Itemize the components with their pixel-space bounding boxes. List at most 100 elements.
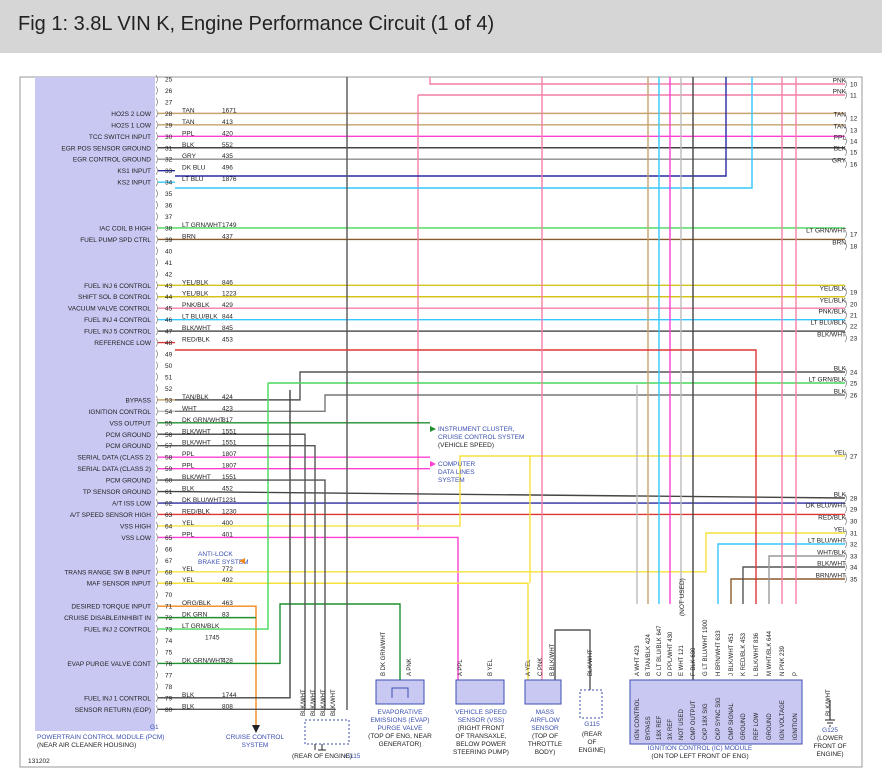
pcm-pin-number: 38 (165, 225, 173, 232)
wire-color-label: LT GRN/BLK (182, 623, 220, 630)
pcm-pin-number: 61 (165, 489, 173, 496)
pcm-pin-number: 31 (165, 145, 173, 152)
wire-color-label: YEL (182, 566, 195, 573)
right-bracket (844, 451, 847, 461)
wire-color-label: WHT (182, 405, 197, 412)
right-terminal-number: 32 (850, 542, 858, 549)
pin-bracket (155, 693, 158, 703)
right-bracket (844, 159, 847, 169)
pin-bracket (155, 189, 158, 198)
pin-bracket (155, 258, 158, 267)
circuit-number: 1551 (222, 474, 237, 481)
pin-bracket (155, 200, 158, 210)
evap-name-line: PURGE VALVE (378, 725, 424, 732)
right-wire-label: BRN/WHT (816, 573, 846, 580)
vss-pin-label: B YEL (488, 658, 494, 676)
wire-ref-low (175, 349, 757, 604)
right-bracket (844, 229, 847, 239)
wire-color-label: BLK (182, 486, 195, 493)
right-bracket (844, 90, 847, 100)
pcm-pin-number: 68 (165, 569, 173, 576)
pcm-pin-number: 37 (165, 214, 173, 221)
pcm-pin-number: 28 (165, 111, 173, 118)
vss-name-line: SENSOR (VSS) (458, 717, 505, 724)
circuit-number: 1807 (222, 451, 237, 458)
pcm-pin-number: 58 (165, 455, 173, 462)
g115-right-desc: (REAR (582, 731, 603, 738)
circuit-number: 1671 (222, 107, 237, 114)
pcm-pin-label: A/T ISS LOW (112, 501, 152, 508)
wire-color-label: PPL (182, 130, 195, 137)
icm-pin-wire: E WHT 121 (679, 644, 685, 676)
pin-bracket (155, 74, 158, 84)
pcm-pin-number: 67 (165, 558, 173, 565)
circuit-number: 1223 (222, 291, 237, 298)
g115-left-desc: (REAR OF ENGINE) (292, 753, 352, 760)
circuit-number: 1551 (222, 428, 237, 435)
wire-inj1 (175, 390, 291, 699)
ground-icon (825, 719, 835, 727)
pcm-pin-number: 41 (165, 260, 173, 267)
pcm-pin-number: 59 (165, 466, 173, 473)
pin-bracket (155, 338, 158, 347)
icm-pin-label: CMP OUTPUT (691, 700, 697, 740)
wire-maf-input (175, 582, 529, 680)
wire-evap (175, 603, 401, 680)
pin-bracket (155, 510, 158, 519)
icm-pin-label: 3X REF (668, 719, 674, 740)
pin-bracket (155, 292, 158, 301)
pcm-pin-number: 72 (165, 615, 173, 622)
pin-bracket (155, 487, 158, 496)
icm-pin-label: GROUND (767, 713, 773, 740)
evap-box (375, 679, 425, 705)
pcm-pin-number: 54 (165, 409, 173, 416)
pin-bracket (155, 647, 158, 657)
pcm-pin-label: BYPASS (125, 397, 151, 404)
wire-color-label: GRY (182, 153, 197, 160)
vss-pin-label: A PPL (458, 659, 464, 676)
pin-bracket (155, 304, 158, 313)
vss-name-line: OF TRANSAXLE, (455, 733, 506, 740)
wire-color-label: PPL (182, 463, 195, 470)
right-terminal-number: 35 (850, 577, 858, 584)
right-bracket (844, 125, 847, 135)
pcm-pin-number: 55 (165, 420, 173, 427)
right-wire-label: PNK (833, 78, 847, 85)
pcm-pin-label: FUEL INJ 2 CONTROL (84, 627, 151, 634)
circuit-number: 844 (222, 314, 233, 321)
g115-right-desc: OF (587, 739, 596, 746)
wire-color-label: PPL (182, 451, 195, 458)
pcm-pin-number: 63 (165, 512, 173, 519)
pcm-pin-number: 25 (165, 77, 173, 84)
icm-pin-wire: C LT BLU/BLK 647 (657, 625, 663, 676)
maf-box (524, 679, 562, 705)
wire-color-label: YEL/BLK (182, 279, 209, 286)
wire-gnd-57 (175, 445, 316, 710)
right-wire-label: GRY (832, 158, 847, 165)
pcm-pin-label: TP SENSOR GROUND (83, 489, 151, 496)
right-terminal-number: 34 (850, 565, 858, 572)
icm-pin-wire: G LT BLU/WHT 1900 (703, 619, 709, 676)
wire-term-35 (730, 578, 845, 604)
g115-left-wire: BLK/WHT (301, 689, 307, 716)
right-wire-label: TAN (833, 124, 846, 131)
maf-name-line: BODY) (535, 749, 556, 756)
pcm-pin-label: REFERENCE LOW (94, 340, 152, 347)
right-wire-label: WHT/BLK (817, 550, 847, 557)
right-bracket (844, 539, 847, 549)
wire-color-label: LT GRN/WHT (182, 222, 222, 229)
circuit-number: 496 (222, 165, 233, 172)
pin-bracket (155, 407, 158, 416)
right-terminal-number: 24 (850, 370, 858, 377)
pcm-pin-number: 69 (165, 581, 173, 588)
circuit-number: 423 (222, 405, 233, 412)
circuit-number: 424 (222, 394, 233, 401)
g125-desc: FRONT OF (813, 743, 846, 750)
circuit-number: 1876 (222, 176, 237, 183)
pcm-pin-label: FUEL INJ 4 CONTROL (84, 317, 151, 324)
pcm-pin-label: FUEL PUMP SPD CTRL (80, 237, 151, 244)
right-bracket (844, 562, 847, 572)
evap-name-line: EMISSIONS (EVAP) (370, 717, 429, 724)
pin-bracket (155, 223, 158, 233)
circuit-number: 1744 (222, 692, 237, 699)
